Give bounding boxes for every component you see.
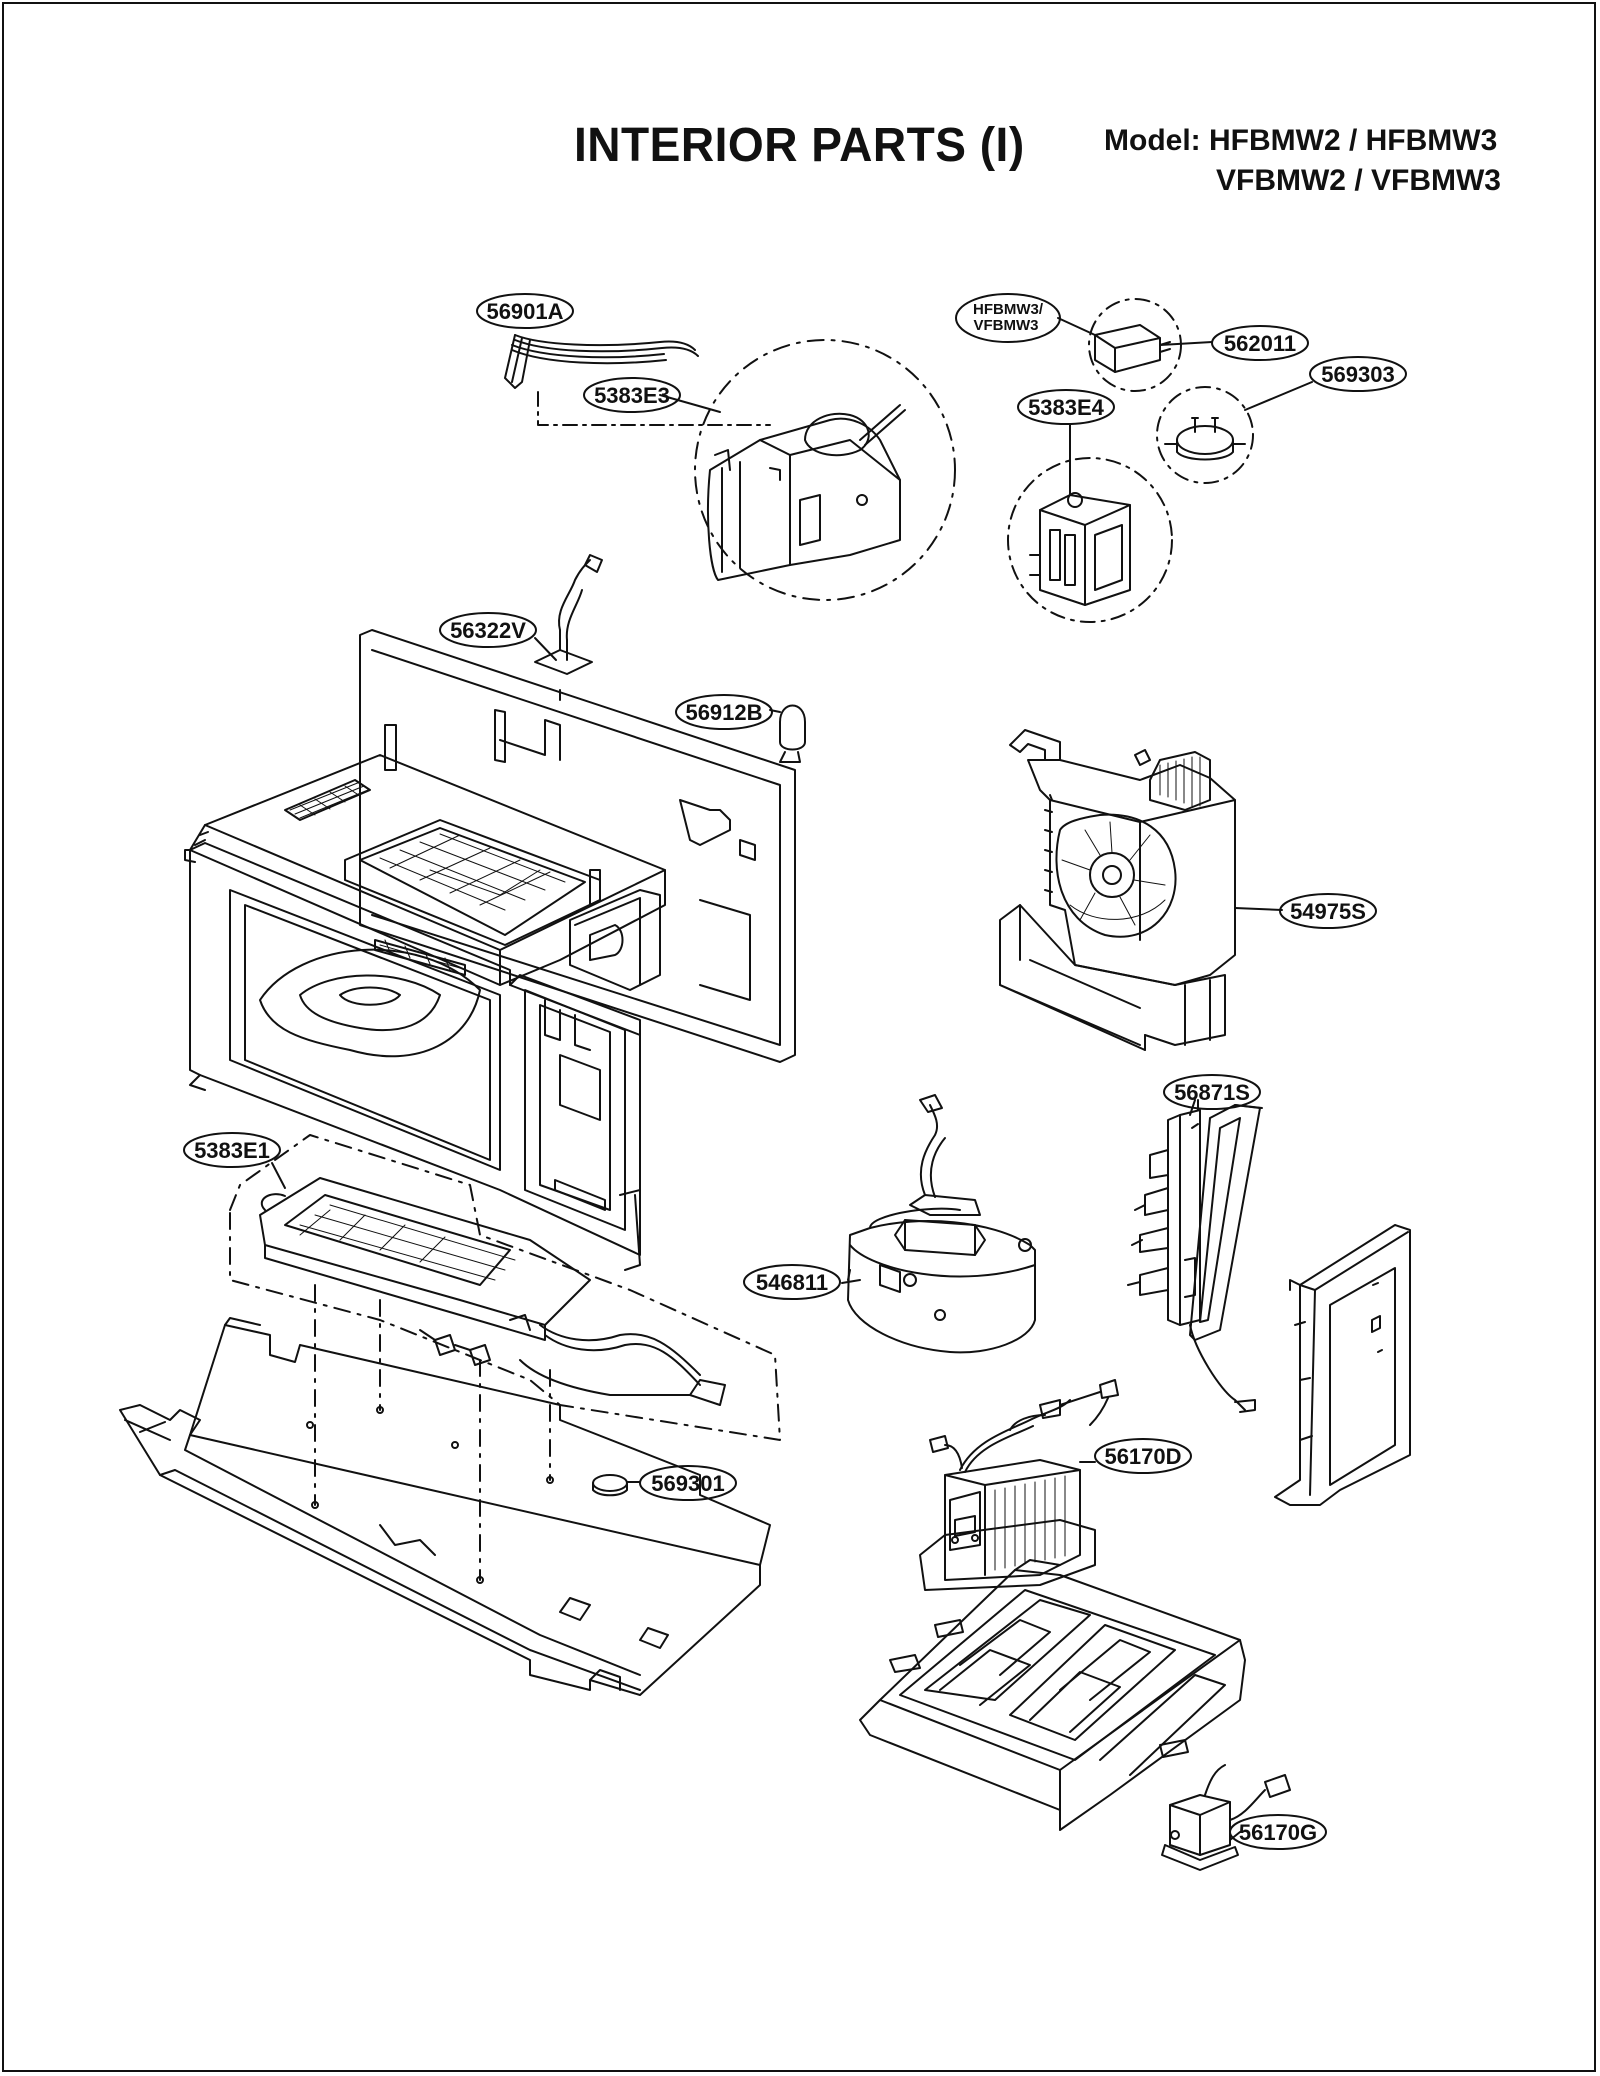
fan-assembly-54975s	[999, 729, 1236, 1051]
vent-tray-5383e1	[259, 1177, 726, 1406]
callout-56322v: 56322V	[439, 612, 537, 648]
svg-text:56912B: 56912B	[685, 700, 762, 725]
svg-text:5383E1: 5383E1	[194, 1138, 270, 1163]
sensor-56322v	[534, 554, 603, 701]
leader-56170g	[1229, 1831, 1241, 1841]
svg-text:569303: 569303	[1321, 362, 1394, 387]
svg-text:5383E4: 5383E4	[1028, 395, 1105, 420]
control-board-56871s	[1127, 1099, 1263, 1413]
wire-harness-56901a	[504, 334, 699, 389]
oven-cavity-assembly	[184, 629, 796, 1271]
motor-546811	[847, 1094, 1036, 1354]
callout-569303: 569303	[1309, 356, 1407, 392]
detail-circle-569303	[1156, 386, 1254, 484]
callout-562011: 562011	[1211, 325, 1309, 361]
svg-text:56170D: 56170D	[1104, 1444, 1181, 1469]
callout-hfbmw3-note: HFBMW3/ VFBMW3	[955, 293, 1061, 343]
callout-5383e3: 5383E3	[583, 377, 681, 413]
svg-text:56170G: 56170G	[1239, 1820, 1317, 1845]
leader-hfbmw3-note	[1057, 317, 1096, 336]
bottom-channel	[119, 1317, 771, 1696]
leader-569303	[1244, 381, 1313, 411]
model-line-2: VFBMW2 / VFBMW3	[1216, 164, 1501, 197]
transformer-56170g	[1161, 1764, 1291, 1871]
svg-text:56901A: 56901A	[486, 299, 563, 324]
svg-text:56322V: 56322V	[450, 618, 526, 643]
callout-56871s: 56871S	[1163, 1074, 1261, 1110]
svg-text:HFBMW3/: HFBMW3/	[973, 301, 1044, 318]
detail-circle-5383e3	[694, 339, 956, 601]
svg-text:54975S: 54975S	[1290, 899, 1366, 924]
callout-56912b: 56912B	[675, 694, 773, 730]
callout-56901a: 56901A	[476, 293, 574, 329]
svg-text:5383E3: 5383E3	[594, 383, 670, 408]
thermostat-569301	[592, 1474, 628, 1497]
side-panel	[1274, 1224, 1411, 1506]
part-56912b	[779, 704, 806, 763]
detail-circle-562011	[1088, 298, 1182, 392]
svg-text:56871S: 56871S	[1174, 1080, 1250, 1105]
leader-5383e1	[271, 1162, 286, 1189]
callout-56170d: 56170D	[1094, 1438, 1192, 1474]
transformer-56170d	[919, 1379, 1119, 1591]
callout-5383e1: 5383E1	[183, 1132, 281, 1168]
callout-546811: 546811	[743, 1264, 841, 1300]
leader-56322v	[534, 637, 557, 661]
leader-546811	[841, 1279, 861, 1284]
alignment-lines	[314, 1284, 551, 1581]
svg-text:VFBMW3: VFBMW3	[974, 317, 1039, 334]
svg-text:546811: 546811	[756, 1270, 828, 1295]
leader-562011	[1159, 341, 1213, 346]
callout-56170g: 56170G	[1229, 1814, 1327, 1850]
leader-5383e3	[659, 394, 721, 413]
base-plate	[859, 1559, 1246, 1831]
callout-54975s: 54975S	[1279, 893, 1377, 929]
svg-text:562011: 562011	[1224, 331, 1296, 356]
detail-circle-5383e4	[1007, 457, 1173, 623]
group-outline-5383e1	[229, 1134, 781, 1441]
leader-56901a	[537, 391, 771, 426]
callout-569301: 569301	[639, 1465, 737, 1501]
page-title: INTERIOR PARTS (I)	[574, 119, 1025, 172]
model-line-1: Model: HFBMW2 / HFBMW3	[1104, 124, 1498, 157]
callout-5383e4: 5383E4	[1017, 389, 1115, 425]
svg-text:569301: 569301	[651, 1471, 724, 1496]
leader-54975s	[1234, 907, 1283, 911]
